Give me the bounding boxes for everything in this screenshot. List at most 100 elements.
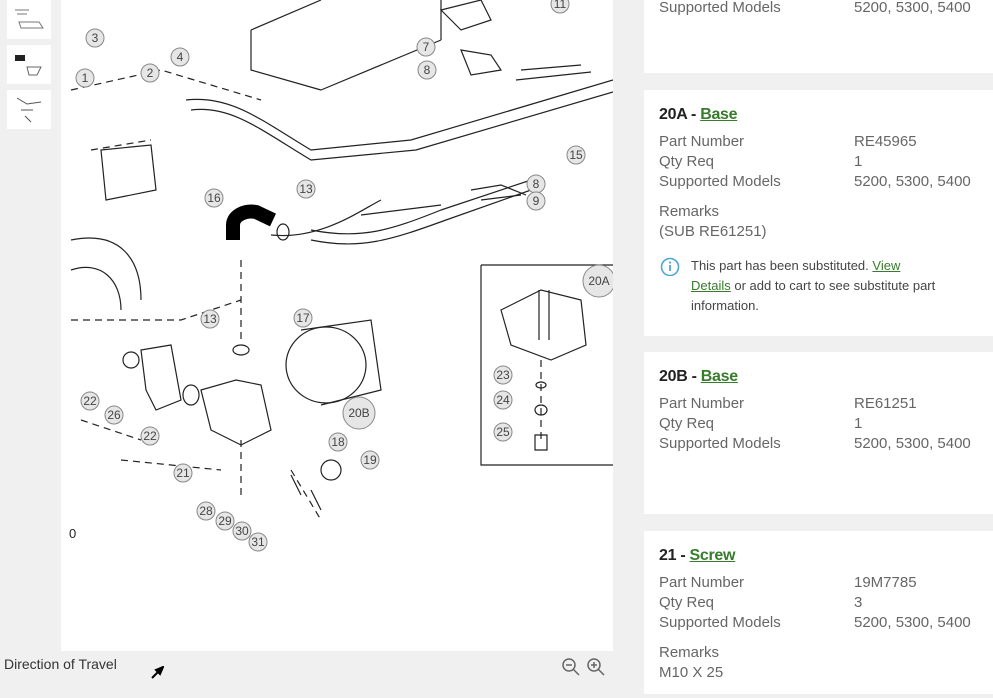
part-card: Supported Models 5200, 5300, 5400 bbox=[644, 0, 993, 73]
thumbnail-3[interactable] bbox=[7, 90, 51, 129]
callout-26[interactable]: 26 bbox=[104, 405, 124, 425]
callout-16[interactable]: 16 bbox=[204, 188, 224, 208]
callout-18[interactable]: 18 bbox=[328, 432, 348, 452]
callout-29[interactable]: 29 bbox=[215, 511, 235, 531]
view-details-link-cont[interactable]: Details bbox=[691, 278, 731, 293]
detail-key: Qty Req bbox=[659, 415, 715, 432]
callout-21[interactable]: 21 bbox=[173, 463, 193, 483]
zoom-out-icon[interactable] bbox=[561, 657, 581, 677]
part-name-link[interactable]: Base bbox=[700, 368, 738, 385]
remarks-label: Remarks bbox=[659, 203, 720, 220]
detail-key: Part Number bbox=[659, 395, 745, 412]
callout-3[interactable]: 3 bbox=[85, 28, 105, 48]
part-title: 20A - Base bbox=[659, 106, 978, 124]
svg-text:13: 13 bbox=[299, 182, 313, 196]
callout-25[interactable]: 25 bbox=[493, 422, 513, 442]
svg-text:20A: 20A bbox=[588, 274, 609, 288]
callout-22[interactable]: 22 bbox=[80, 391, 100, 411]
callout-20B[interactable]: 20B bbox=[342, 396, 376, 430]
part-name-link[interactable]: Base bbox=[700, 106, 738, 123]
detail-row: Part Number 19M7785 bbox=[659, 573, 978, 593]
callout-7[interactable]: 7 bbox=[416, 37, 436, 57]
remarks-value: M10 X 25 bbox=[659, 664, 724, 681]
svg-text:2: 2 bbox=[147, 66, 154, 80]
thumbnail-2[interactable] bbox=[7, 45, 51, 84]
info-icon bbox=[660, 257, 680, 276]
diagram-corner-label: 0 bbox=[69, 526, 76, 541]
svg-text:31: 31 bbox=[251, 535, 265, 549]
callout-13[interactable]: 13 bbox=[200, 309, 220, 329]
diagram-footer: Direction of Travel bbox=[0, 651, 613, 698]
callout-13[interactable]: 13 bbox=[296, 179, 316, 199]
callout-1[interactable]: 1 bbox=[75, 68, 95, 88]
svg-text:26: 26 bbox=[107, 408, 121, 422]
callout-9[interactable]: 9 bbox=[526, 191, 546, 211]
callout-11[interactable]: 11 bbox=[550, 0, 570, 14]
remarks-label: Remarks bbox=[659, 644, 720, 661]
detail-value: 1 bbox=[854, 415, 863, 432]
svg-text:30: 30 bbox=[235, 524, 249, 538]
direction-arrow-icon bbox=[151, 666, 164, 679]
callout-2[interactable]: 2 bbox=[140, 63, 160, 83]
notice-text: This part has been substituted. bbox=[691, 258, 873, 273]
callout-24[interactable]: 24 bbox=[493, 390, 513, 410]
detail-value: 5200, 5300, 5400 bbox=[854, 0, 971, 16]
callout-23[interactable]: 23 bbox=[493, 365, 513, 385]
view-details-link[interactable]: View bbox=[872, 258, 901, 273]
callout-19[interactable]: 19 bbox=[360, 450, 380, 470]
svg-text:1: 1 bbox=[82, 71, 89, 85]
detail-row: Qty Req 3 bbox=[659, 593, 978, 613]
callout-4[interactable]: 4 bbox=[170, 47, 190, 67]
svg-text:11: 11 bbox=[554, 0, 567, 11]
svg-text:25: 25 bbox=[496, 425, 510, 439]
callout-8[interactable]: 8 bbox=[526, 174, 546, 194]
svg-text:21: 21 bbox=[176, 466, 190, 480]
direction-of-travel-label: Direction of Travel bbox=[4, 656, 117, 672]
detail-value: RE45965 bbox=[854, 133, 917, 150]
parts-list: Supported Models 5200, 5300, 5400 20A - B… bbox=[644, 0, 993, 698]
thumbnail-1[interactable] bbox=[7, 0, 51, 39]
svg-text:24: 24 bbox=[496, 393, 510, 407]
detail-key: Part Number bbox=[659, 574, 745, 591]
svg-text:22: 22 bbox=[83, 394, 97, 408]
svg-text:22: 22 bbox=[143, 429, 157, 443]
svg-text:4: 4 bbox=[177, 50, 184, 64]
callout-30[interactable]: 30 bbox=[232, 521, 252, 541]
callout-15[interactable]: 15 bbox=[566, 145, 586, 165]
callout-17[interactable]: 17 bbox=[293, 308, 313, 328]
part-card-20b: 20B - Base Part Number RE61251 Qty Req 1 S… bbox=[644, 352, 993, 514]
part-title: 20B - Base bbox=[659, 368, 978, 386]
svg-text:7: 7 bbox=[423, 40, 430, 54]
callout-20A[interactable]: 20A bbox=[582, 264, 613, 298]
detail-value: 5200, 5300, 5400 bbox=[854, 614, 971, 631]
callout-22[interactable]: 22 bbox=[140, 426, 160, 446]
part-name-link[interactable]: Screw bbox=[689, 547, 736, 564]
svg-text:9: 9 bbox=[533, 194, 540, 208]
svg-text:23: 23 bbox=[496, 368, 510, 382]
detail-key: Supported Models bbox=[659, 0, 781, 16]
detail-value: 5200, 5300, 5400 bbox=[854, 173, 971, 190]
detail-key: Qty Req bbox=[659, 153, 715, 170]
callout-28[interactable]: 28 bbox=[196, 501, 216, 521]
svg-text:8: 8 bbox=[533, 177, 540, 191]
detail-key: Supported Models bbox=[659, 435, 781, 452]
part-number-callout: 20B - bbox=[659, 368, 701, 385]
zoom-in-icon[interactable] bbox=[586, 657, 606, 677]
callout-31[interactable]: 31 bbox=[248, 532, 268, 552]
detail-value: 19M7785 bbox=[854, 574, 917, 591]
detail-key: Qty Req bbox=[659, 594, 715, 611]
svg-text:15: 15 bbox=[569, 148, 583, 162]
detail-key: Part Number bbox=[659, 133, 745, 150]
part-number-callout: 20A - bbox=[659, 106, 701, 123]
svg-text:29: 29 bbox=[218, 514, 232, 528]
part-number-callout: 21 - bbox=[659, 547, 690, 564]
detail-value: 3 bbox=[854, 594, 863, 611]
callout-8[interactable]: 8 bbox=[417, 60, 437, 80]
svg-text:28: 28 bbox=[199, 504, 213, 518]
detail-value: RE61251 bbox=[854, 395, 917, 412]
